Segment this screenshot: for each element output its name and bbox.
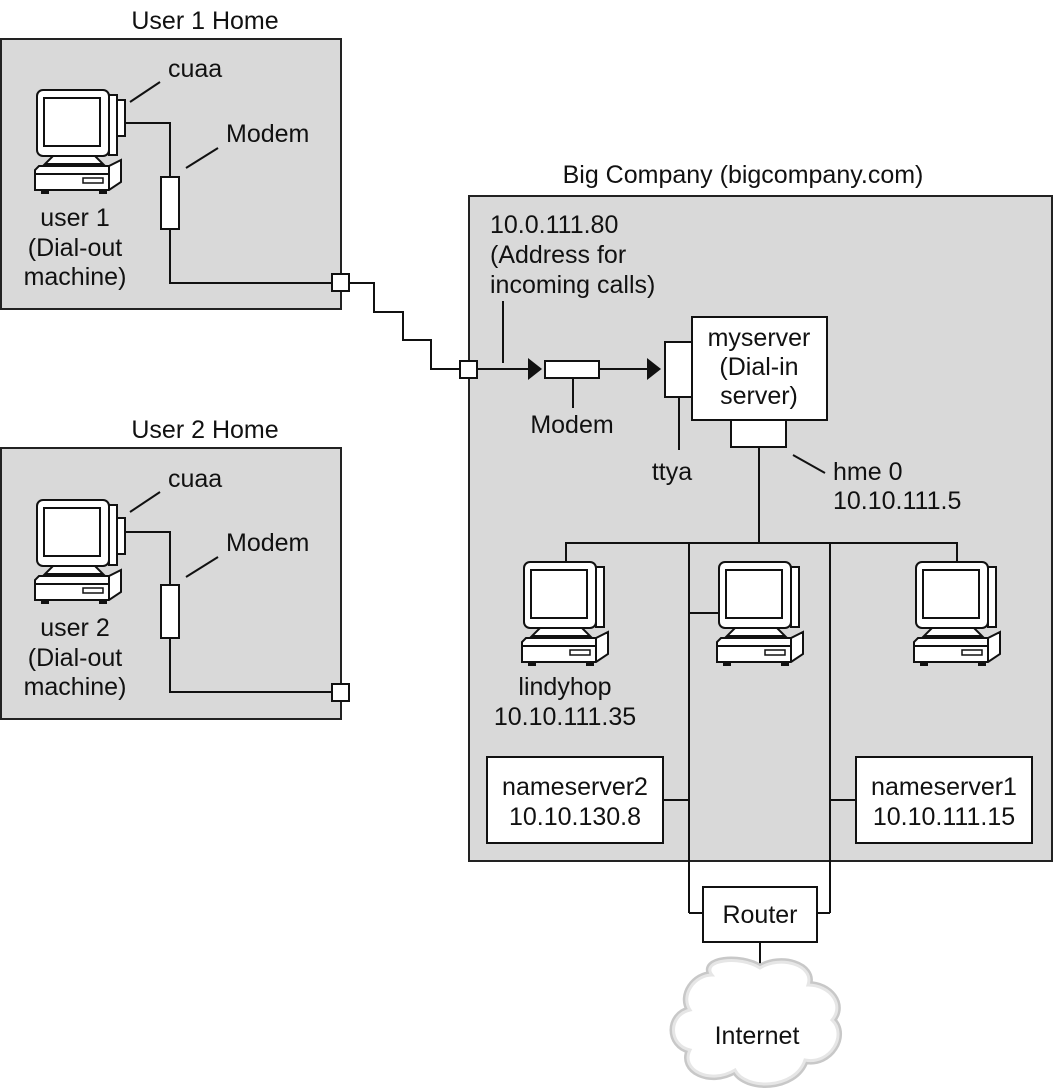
phone-line <box>349 282 460 370</box>
user1-line-jack <box>331 273 350 292</box>
user2-machine-label-1: user 2 <box>40 614 109 642</box>
user1-modem-icon <box>160 176 180 230</box>
incoming-address-label-3: incoming calls) <box>490 271 655 299</box>
user1-modem-label: Modem <box>226 120 309 148</box>
user2-machine-label-3: machine) <box>24 673 127 701</box>
hme-label-2: 10.10.111.5 <box>833 487 961 515</box>
lindyhop-computer-icon <box>521 561 609 667</box>
ttya-label: ttya <box>652 458 692 486</box>
user1-machine-label-3: machine) <box>24 263 127 291</box>
internet-label: Internet <box>715 1022 800 1050</box>
company-modem-icon <box>544 360 600 379</box>
lindyhop-label-1: lindyhop <box>518 673 611 701</box>
incoming-address-label-2: (Address for <box>490 241 626 269</box>
myserver-label-2: (Dial-in <box>719 353 798 381</box>
user2-home-zone: User 2 Home cuaa Modem user 2 (Dial-out … <box>0 416 350 720</box>
internet-cloud-icon <box>669 956 842 1088</box>
myserver-box <box>691 316 828 421</box>
user2-home-title: User 2 Home <box>131 416 278 444</box>
user1-home-zone: User 1 Home cuaa Modem user 1 (Dial-out … <box>0 7 350 310</box>
user2-machine-label-2: (Dial-out <box>28 644 123 672</box>
user2-modem-label: Modem <box>226 529 309 557</box>
user2-modem-icon <box>160 584 180 639</box>
nameserver1-label-1: nameserver1 <box>871 773 1017 801</box>
hme-label-1: hme 0 <box>833 458 902 486</box>
company-line-jack <box>459 360 478 379</box>
lindyhop-label-2: 10.10.111.35 <box>494 703 636 731</box>
myserver-label-3: server) <box>720 382 798 410</box>
company-modem-label: Modem <box>530 411 613 439</box>
nameserver1-box <box>855 756 1033 844</box>
arrow-to-modem-icon <box>528 358 542 380</box>
user1-machine-label-1: user 1 <box>40 204 109 232</box>
router-box <box>702 886 818 943</box>
big-company-zone: Big Company (bigcompany.com) 10.0.111.80… <box>459 161 1053 913</box>
myserver-label-1: myserver <box>708 324 811 352</box>
hme0-interface-icon <box>730 419 787 448</box>
user1-serial-port-icon <box>116 99 126 137</box>
user1-computer-icon <box>34 89 122 195</box>
incoming-address-label-1: 10.0.111.80 <box>490 211 618 239</box>
nameserver2-label-2: 10.10.130.8 <box>509 803 641 831</box>
nameserver2-label-1: nameserver2 <box>502 773 648 801</box>
user1-home-title: User 1 Home <box>131 7 278 35</box>
right-computer-icon <box>913 561 1001 667</box>
lan-bus <box>565 542 958 563</box>
big-company-title: Big Company (bigcompany.com) <box>563 161 924 189</box>
user1-port-label: cuaa <box>168 55 222 83</box>
user2-computer-icon <box>34 499 122 605</box>
nameserver1-label-2: 10.10.111.15 <box>873 803 1015 831</box>
middle-computer-icon <box>716 561 804 667</box>
user2-serial-port-icon <box>116 517 126 555</box>
router-label: Router <box>722 901 797 929</box>
arrow-to-ttya-icon <box>647 358 661 380</box>
user1-machine-label-2: (Dial-out <box>28 234 123 262</box>
ttya-port-icon <box>664 341 694 398</box>
user2-line-jack <box>331 683 350 702</box>
user2-port-label: cuaa <box>168 465 222 493</box>
